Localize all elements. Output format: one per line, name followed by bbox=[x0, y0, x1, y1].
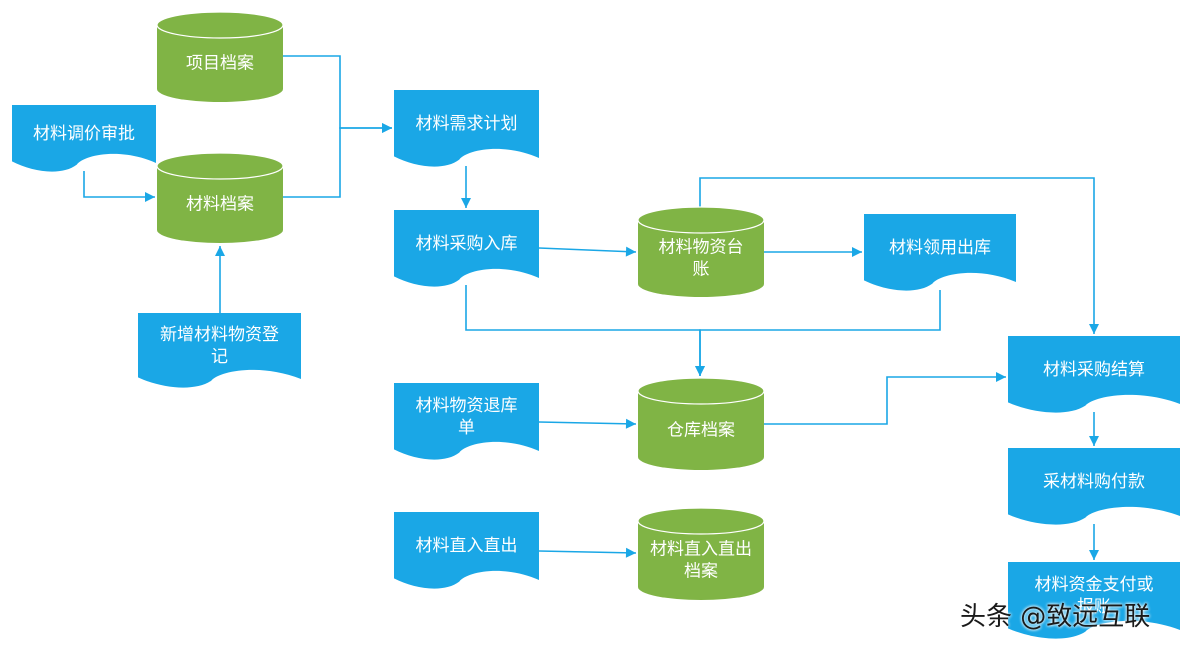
arrowhead-icon bbox=[625, 547, 636, 558]
cylinder-top bbox=[156, 11, 284, 39]
edge-material_return_order-to-warehouse_archive bbox=[538, 418, 637, 429]
edge-price_approval-to-material_archive bbox=[83, 171, 155, 202]
node-label: 材料档案 bbox=[186, 195, 254, 215]
node-direct-in-out[interactable]: 材料直入直出 bbox=[394, 512, 539, 589]
node-label: 仓库档案 bbox=[667, 421, 735, 441]
node-purchase-payment[interactable]: 采材料购付款 bbox=[1008, 448, 1180, 525]
edge-purchase_settlement-to-purchase_payment bbox=[1089, 412, 1099, 446]
node-label: 材料调价审批 bbox=[33, 124, 135, 144]
arrowhead-icon bbox=[625, 246, 636, 257]
connector-line bbox=[283, 55, 392, 129]
node-label: 项目档案 bbox=[186, 54, 254, 74]
node-material-purchase-inbound[interactable]: 材料采购入库 bbox=[394, 210, 539, 287]
node-label: 材料领用出库 bbox=[889, 238, 991, 258]
edge-direct_in_out-to-direct_in_out_archive bbox=[538, 547, 637, 558]
edge-material_purchase_inbound-to-material_ledger bbox=[538, 246, 637, 257]
cylinder-top bbox=[637, 507, 765, 535]
cylinder-top bbox=[156, 152, 284, 180]
connector-line bbox=[465, 285, 701, 376]
document-shape bbox=[394, 383, 539, 460]
node-price-approval[interactable]: 材料调价审批 bbox=[12, 105, 156, 172]
node-label: 材料物资退库 bbox=[416, 396, 518, 416]
edge-material_purchase_inbound-to-warehouse_archive bbox=[465, 285, 705, 376]
document-shape bbox=[864, 214, 1016, 291]
node-label: 记 bbox=[211, 347, 228, 367]
edge-material_ledger-to-material_outbound bbox=[764, 247, 862, 257]
node-label: 材料采购入库 bbox=[416, 234, 518, 254]
arrowhead-icon bbox=[695, 366, 705, 376]
arrowhead-icon bbox=[1089, 324, 1099, 334]
arrowhead-icon bbox=[1089, 550, 1099, 560]
document-shape bbox=[394, 210, 539, 287]
arrowhead-icon bbox=[1089, 436, 1099, 446]
arrowhead-icon bbox=[145, 192, 155, 202]
node-label: 账 bbox=[693, 260, 710, 280]
node-label: 报账 bbox=[1077, 597, 1111, 617]
node-label: 档案 bbox=[684, 562, 718, 582]
connector-line bbox=[538, 421, 637, 425]
edge-purchase_payment-to-fund_payment bbox=[1089, 524, 1099, 560]
edge-project_archive-to-material_demand_plan bbox=[283, 55, 392, 133]
cylinder-top bbox=[637, 377, 765, 405]
node-material-outbound[interactable]: 材料领用出库 bbox=[864, 214, 1016, 291]
node-label: 材料直入直出 bbox=[416, 536, 518, 556]
edge-material_outbound-to-warehouse_archive bbox=[695, 290, 941, 376]
document-shape bbox=[394, 512, 539, 589]
node-label: 单 bbox=[458, 418, 475, 438]
node-label: 材料物资台 bbox=[659, 238, 744, 258]
arrowhead-icon bbox=[215, 246, 225, 256]
arrowhead-icon bbox=[852, 247, 862, 257]
document-shape bbox=[1008, 562, 1180, 639]
node-warehouse-archive[interactable]: 仓库档案 bbox=[637, 377, 765, 470]
edge-warehouse_archive-to-purchase_settlement bbox=[764, 372, 1006, 425]
connector-line bbox=[699, 290, 941, 376]
node-purchase-settlement[interactable]: 材料采购结算 bbox=[1008, 336, 1180, 413]
node-label: 材料采购结算 bbox=[1043, 360, 1145, 380]
document-shape bbox=[138, 313, 301, 388]
node-material-demand-plan[interactable]: 材料需求计划 bbox=[394, 90, 539, 167]
connector-line bbox=[699, 177, 1095, 334]
connector-line bbox=[283, 127, 392, 198]
document-shape bbox=[12, 105, 156, 172]
document-shape bbox=[394, 90, 539, 167]
connector-line bbox=[538, 550, 637, 554]
node-material-archive[interactable]: 材料档案 bbox=[156, 152, 284, 243]
node-label: 采材料购付款 bbox=[1043, 472, 1145, 492]
edge-new_material_registration-to-material_archive bbox=[215, 246, 225, 313]
connector-line bbox=[764, 376, 1006, 425]
cylinder-top bbox=[637, 206, 765, 234]
node-label: 材料需求计划 bbox=[416, 114, 518, 134]
node-label: 材料直入直出 bbox=[650, 540, 752, 560]
arrowhead-icon bbox=[996, 372, 1006, 382]
arrowhead-icon bbox=[625, 418, 636, 429]
node-project-archive[interactable]: 项目档案 bbox=[156, 11, 284, 102]
connector-line bbox=[538, 247, 637, 253]
arrowhead-icon bbox=[382, 123, 392, 133]
edge-material_ledger-to-purchase_settlement bbox=[699, 177, 1099, 334]
document-shape bbox=[1008, 336, 1180, 413]
edge-material_archive-to-material_demand_plan bbox=[283, 123, 392, 198]
node-label: 材料资金支付或 bbox=[1035, 575, 1154, 595]
edge-material_demand_plan-to-material_purchase_inbound bbox=[461, 166, 471, 208]
connector-line bbox=[83, 171, 155, 198]
node-label: 新增材料物资登 bbox=[160, 325, 279, 345]
watermark: 头条 @致远互联 bbox=[960, 602, 1151, 632]
arrowhead-icon bbox=[461, 198, 471, 208]
edges-layer bbox=[83, 55, 1099, 560]
document-shape bbox=[1008, 448, 1180, 525]
